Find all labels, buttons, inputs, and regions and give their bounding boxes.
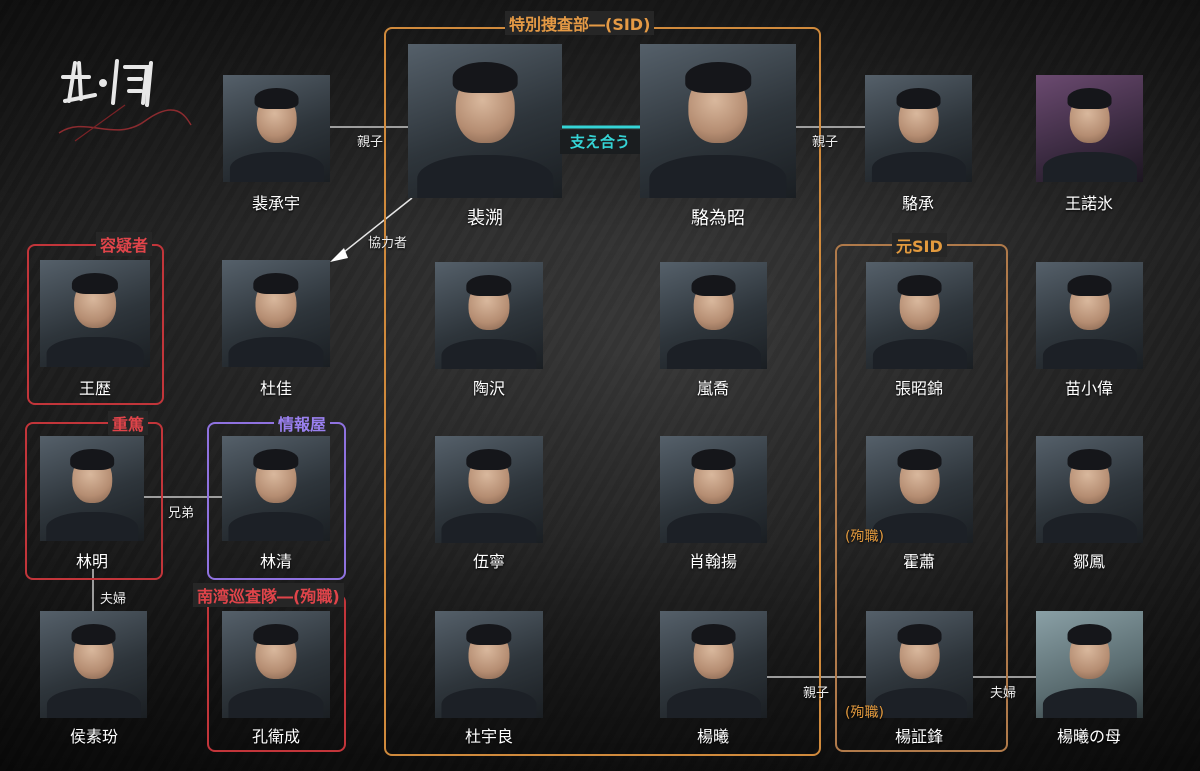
portrait-yang-xi	[660, 611, 767, 718]
title-logo	[58, 59, 192, 142]
critical-label: 重篤	[108, 411, 149, 435]
portrait-pei-chengyu	[223, 75, 330, 182]
informant-label: 情報屋	[274, 411, 331, 435]
portrait-miao-xiaowei	[1036, 262, 1143, 369]
name-lan-qiao: 嵐喬	[696, 379, 729, 398]
portrait-yang-xi-mother	[1036, 611, 1143, 718]
name-luo-cheng: 駱承	[901, 194, 934, 213]
relation-parent-child-pei: 親子	[357, 135, 384, 150]
name-du-jia: 杜佳	[259, 379, 292, 398]
portrait-du-jia	[222, 260, 330, 367]
nanwan-label: 南湾巡査隊―(殉職)	[193, 583, 344, 607]
name-zhang-zhaojin: 張昭錦	[894, 379, 943, 398]
suspect-label: 容疑者	[96, 232, 153, 256]
portrait-luo-weizhao	[640, 44, 796, 198]
former-sid-label: 元SID	[892, 233, 947, 257]
name-yang-xi-mother: 楊曦の母	[1056, 727, 1121, 746]
name-tao-ran: 陶沢	[472, 379, 505, 398]
portrait-yang-zhengfeng	[866, 611, 973, 718]
relation-spouses-lin: 夫婦	[100, 592, 127, 607]
name-luo-weizhao: 駱為昭	[691, 208, 745, 229]
sid-label: 特別捜査部―(SID)	[505, 11, 655, 35]
relation-brothers: 兄弟	[168, 506, 195, 521]
relation-spouses-yang: 夫婦	[990, 686, 1017, 701]
name-pei-yuan: 裴溯	[467, 208, 503, 229]
portrait-wang-nuobing	[1036, 75, 1143, 182]
name-pei-chengyu: 裴承宇	[251, 194, 300, 213]
portrait-xiao-hanyang	[660, 436, 767, 543]
name-wang-li: 王歴	[78, 379, 111, 398]
critical-frame	[25, 422, 163, 580]
name-huo-su: 霍蕭	[902, 552, 935, 571]
name-wu-ning: 伍寧	[472, 552, 505, 571]
portrait-du-yuliang	[435, 611, 543, 718]
name-miao-xiaowei: 苗小偉	[1064, 379, 1113, 398]
name-lin-ming: 林明	[75, 552, 108, 571]
portrait-tao-ran	[435, 262, 543, 369]
name-yang-zhengfeng: 楊証鋒	[894, 727, 943, 746]
portrait-zou-feng	[1036, 436, 1143, 543]
relation-parent-child-yang: 親子	[803, 686, 830, 701]
name-zou-feng: 鄒鳳	[1072, 552, 1105, 571]
name-kong-weicheng: 孔衛成	[251, 727, 300, 746]
name-xiao-hanyang: 肖翰揚	[688, 552, 737, 571]
killed-badge-yang-zhengfeng: (殉職)	[845, 705, 884, 721]
name-yang-xi: 楊曦	[696, 727, 729, 746]
portrait-luo-cheng	[865, 75, 972, 182]
name-hou-suling: 侯素玢	[69, 727, 118, 746]
name-du-yuliang: 杜宇良	[464, 727, 513, 746]
relation-parent-child-luo: 親子	[812, 135, 839, 150]
portrait-wang-li	[40, 260, 150, 367]
portrait-huo-su	[866, 436, 973, 543]
portrait-lin-ming	[40, 436, 144, 541]
portrait-pei-yuan	[408, 44, 562, 198]
relation-cooperator: 協力者	[368, 236, 408, 251]
portrait-lan-qiao	[660, 262, 767, 369]
portrait-wu-ning	[435, 436, 543, 543]
relation-support: 支え合う	[560, 130, 640, 154]
killed-badge-huo-su: (殉職)	[845, 529, 884, 545]
portrait-zhang-zhaojin	[866, 262, 973, 369]
name-wang-nuobing: 王諾氷	[1064, 194, 1113, 213]
portrait-kong-weicheng	[222, 611, 330, 718]
portrait-hou-suling	[40, 611, 147, 718]
portrait-lin-qing	[222, 436, 330, 541]
name-lin-qing: 林清	[259, 552, 292, 571]
suspect-frame	[27, 244, 164, 405]
